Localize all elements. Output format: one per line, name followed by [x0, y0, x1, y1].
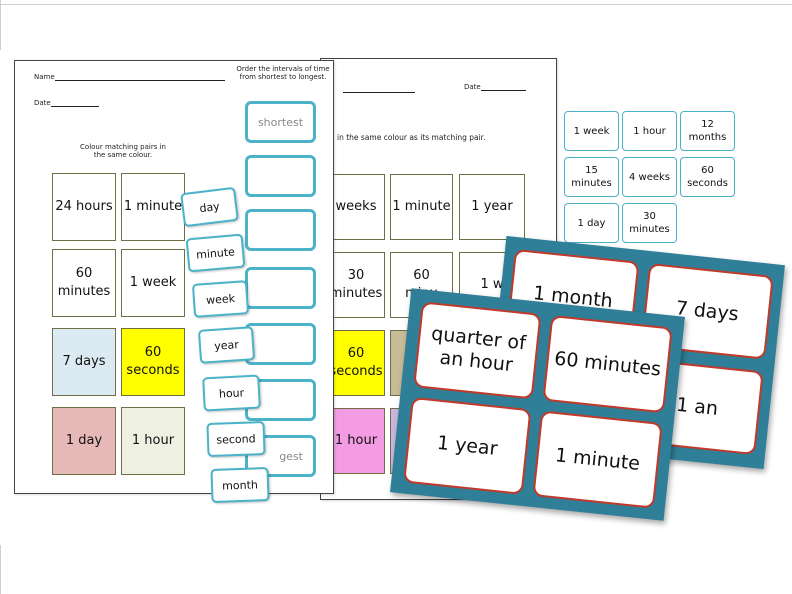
instruction-middle: in the same colour as its matching pair.	[337, 133, 486, 142]
mini-card[interactable]: 30 minutes	[622, 203, 677, 243]
order-slot[interactable]	[245, 323, 316, 365]
match-cell[interactable]: 60 seconds	[121, 328, 185, 396]
order-slot[interactable]	[245, 155, 316, 197]
date-label-middle: Date	[464, 83, 526, 91]
board-card[interactable]: 60 minutes	[542, 314, 673, 414]
match-cell[interactable]: 1 year	[459, 174, 525, 240]
word-card-month[interactable]: month	[210, 466, 270, 504]
match-cell[interactable]: 7 days	[52, 328, 116, 396]
word-card-second[interactable]: second	[206, 420, 266, 458]
match-cell[interactable]: 1 minute	[121, 173, 185, 241]
mini-card[interactable]: 15 minutes	[564, 157, 619, 197]
match-cell[interactable]: 1 day	[52, 407, 116, 475]
mini-card[interactable]: 12 months	[680, 111, 735, 151]
word-card-year[interactable]: year	[197, 326, 256, 364]
mini-card[interactable]: 1 day	[564, 203, 619, 243]
order-slot-first[interactable]: shortest	[245, 101, 316, 143]
word-card-week[interactable]: week	[191, 280, 250, 318]
match-cell[interactable]: 1 week	[121, 249, 185, 317]
instruction-left: Colour matching pairs in the same colour…	[80, 143, 166, 159]
board-card[interactable]: 1 year	[403, 396, 532, 495]
date-label: Date	[34, 99, 99, 107]
order-slot[interactable]	[245, 267, 316, 309]
word-card-hour[interactable]: hour	[202, 374, 261, 412]
mini-card[interactable]: 60 seconds	[680, 157, 735, 197]
mini-card[interactable]: 4 weeks	[622, 157, 677, 197]
mini-card[interactable]: 1 hour	[622, 111, 677, 151]
match-cell[interactable]: 1 hour	[121, 407, 185, 475]
order-slot[interactable]	[245, 209, 316, 251]
board-card[interactable]: quarter of an hour	[413, 301, 542, 400]
match-cell[interactable]: 24 hours	[52, 173, 116, 241]
left-divider-bottom	[0, 545, 1, 594]
word-card-minute[interactable]: minute	[185, 233, 246, 273]
board-card[interactable]: 1 minute	[532, 410, 663, 509]
order-instruction: Order the intervals of time from shortes…	[236, 65, 330, 81]
top-divider	[0, 4, 792, 5]
match-cell[interactable]: 60 minutes	[52, 249, 116, 317]
mini-card[interactable]: 1 week	[564, 111, 619, 151]
match-cell[interactable]: 60 seconds	[327, 330, 385, 396]
worksheet-left: Name Date Colour matching pairs in the s…	[14, 60, 334, 494]
left-divider-top	[0, 0, 1, 50]
word-card-day[interactable]: day	[180, 186, 239, 228]
match-cell[interactable]: 1 hour	[327, 408, 385, 474]
card-board-front: quarter of an hour 60 minutes 1 year 1 m…	[390, 288, 685, 521]
match-cell[interactable]: weeks	[327, 174, 385, 240]
match-cell[interactable]: 1 minute	[390, 174, 453, 240]
name-label: Name	[34, 73, 225, 81]
match-cell[interactable]: 30 minutes	[327, 252, 385, 318]
